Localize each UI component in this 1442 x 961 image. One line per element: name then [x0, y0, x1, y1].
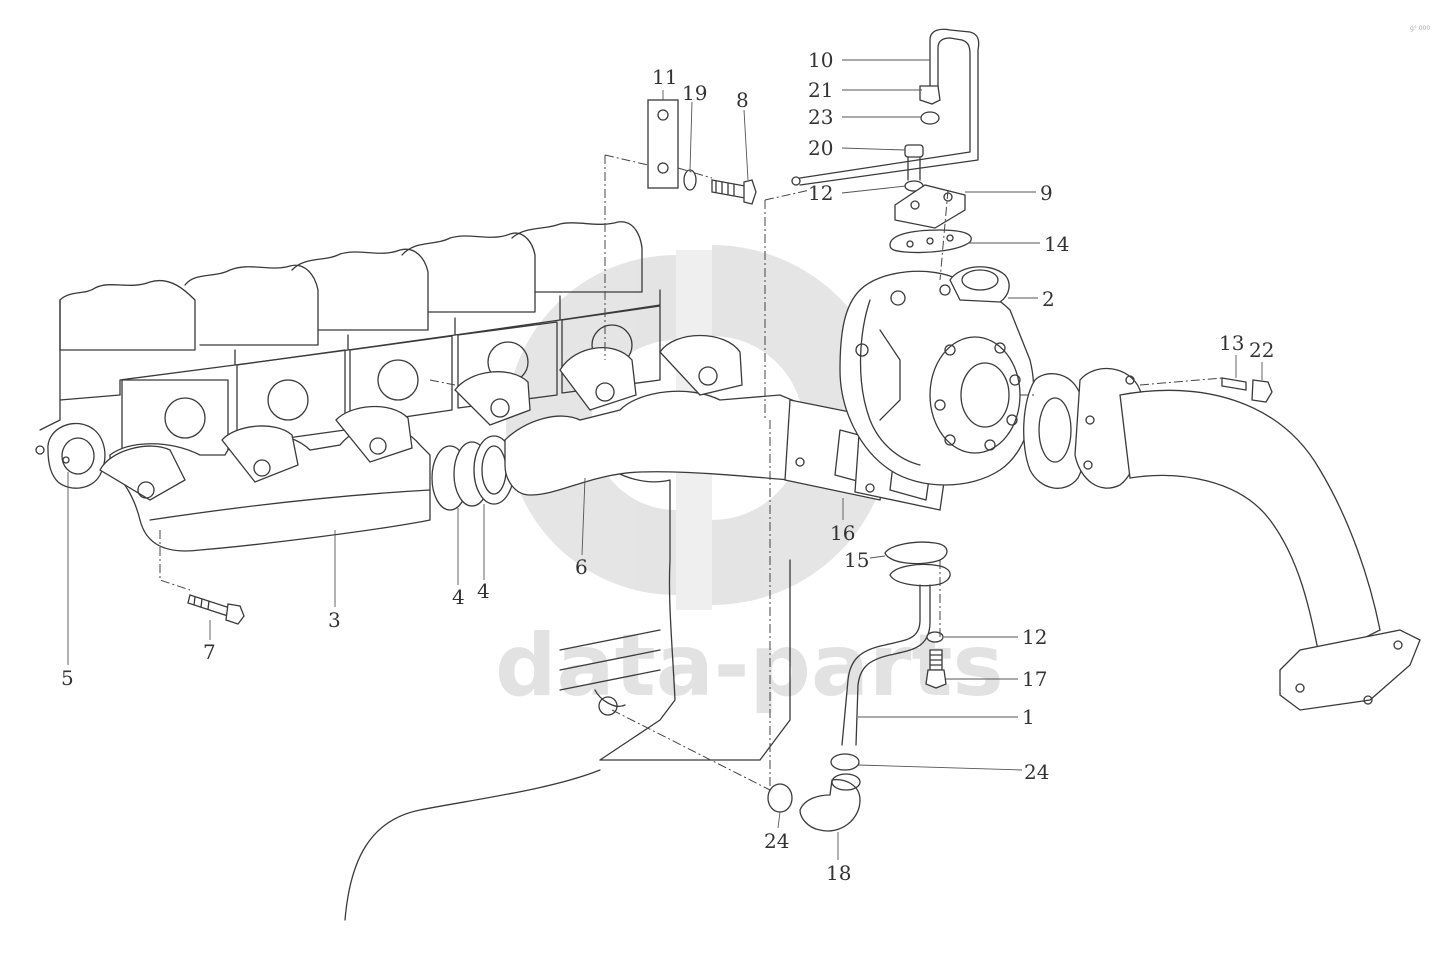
callout-9: 9 [1040, 181, 1053, 205]
oil-return-assembly [767, 541, 951, 832]
leader-lines [67, 59, 1263, 860]
callout-20: 20 [808, 136, 833, 160]
callout-13: 13 [1219, 331, 1244, 355]
bolt-7 [187, 594, 245, 625]
callout-15: 15 [844, 548, 869, 572]
engine-block [39, 221, 791, 921]
callout-5: 5 [61, 666, 74, 690]
callout-8: 8 [736, 88, 749, 112]
callouts: 10 21 23 20 12 9 14 2 11 19 8 13 22 16 1… [61, 48, 1274, 885]
callout-10: 10 [808, 48, 833, 72]
callout-24-left: 24 [764, 829, 789, 853]
callout-18: 18 [826, 861, 851, 885]
turbocharger [839, 266, 1035, 486]
callout-12-lower: 12 [1022, 625, 1047, 649]
stud-and-nut [1221, 377, 1273, 403]
callout-23: 23 [808, 105, 833, 129]
callout-16: 16 [830, 521, 855, 545]
callout-22: 22 [1249, 338, 1274, 362]
callout-19: 19 [682, 81, 707, 105]
oil-feed-assembly [791, 28, 980, 254]
corner-mark: g° 000 [1410, 25, 1430, 32]
callout-6: 6 [575, 555, 588, 579]
callout-7: 7 [203, 640, 216, 664]
callout-21: 21 [808, 78, 833, 102]
callout-14: 14 [1044, 232, 1069, 256]
assembly-centerlines [159, 154, 1223, 791]
exhaust-pipe [1023, 367, 1421, 711]
watermark-text: data-parts [495, 616, 1004, 716]
callout-11: 11 [652, 65, 677, 89]
callout-1: 1 [1022, 705, 1035, 729]
callout-3: 3 [328, 608, 341, 632]
exhaust-manifold-front [35, 405, 515, 552]
callout-2: 2 [1042, 287, 1055, 311]
callout-12-upper: 12 [808, 181, 833, 205]
callout-24-right: 24 [1024, 760, 1049, 784]
callout-4-right: 4 [477, 579, 490, 603]
callout-17: 17 [1022, 667, 1047, 691]
callout-4-left: 4 [452, 585, 465, 609]
bracket-assembly [647, 99, 757, 205]
